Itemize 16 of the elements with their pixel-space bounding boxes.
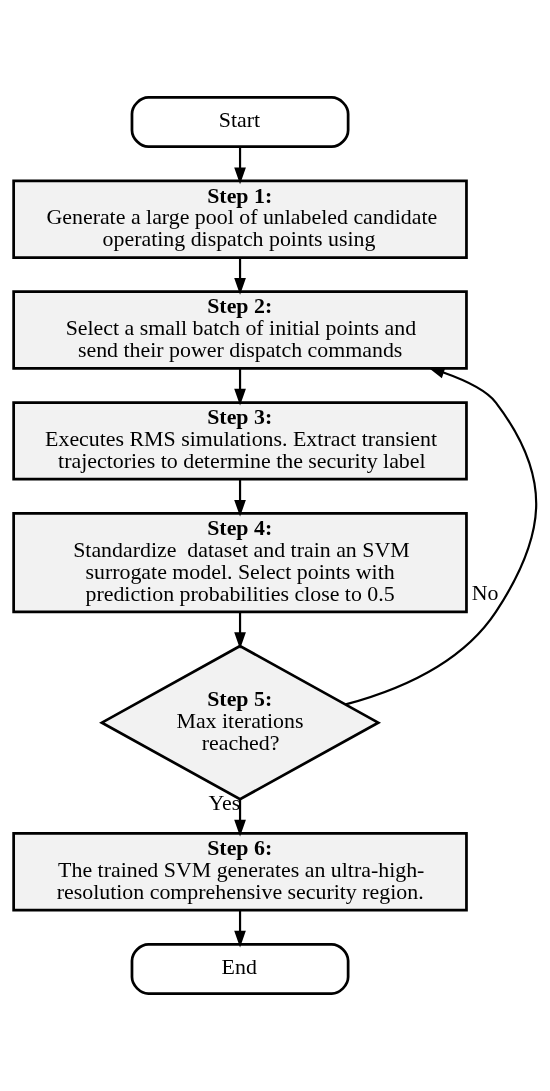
node-box: Step 6: The trained SVM generates an ultra-high-resolution comprehensive security region. — [12, 832, 468, 912]
node-box: Step 3: Executes RMS simulations. Extract transient trajectories to determine the security label — [12, 401, 468, 481]
node-box: End — [130, 942, 350, 995]
node-box: Start — [130, 96, 350, 149]
arrow — [234, 479, 246, 517]
node-box: Step 2: Select a small batch of initial points and send their power dispatch commands — [12, 290, 468, 370]
node-box: Step 1: Generate a large pool of unlabeled candidate operating dispatch points using — [12, 179, 468, 259]
arrow — [234, 910, 246, 948]
node-box: Step 4: Standardize dataset and train an SVM surrogate model. Select points with prediction probabilities close to 0.5 — [12, 512, 468, 614]
arrow — [345, 367, 538, 706]
edge-label: No — [471, 581, 499, 606]
arrow — [234, 257, 246, 295]
arrow — [234, 612, 246, 650]
arrow — [234, 368, 246, 406]
arrow — [234, 799, 246, 837]
arrow — [234, 146, 246, 185]
